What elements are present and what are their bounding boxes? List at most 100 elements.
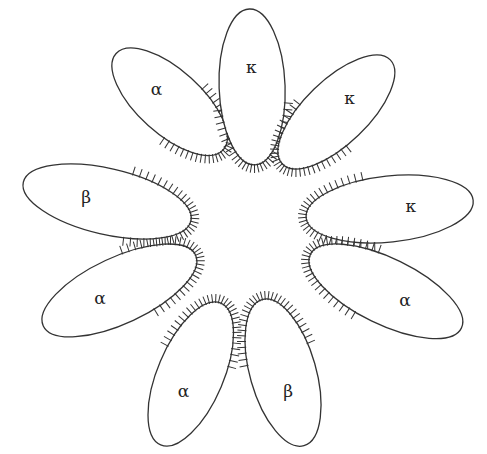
cilium: [319, 188, 324, 196]
cilium: [315, 191, 320, 199]
cilium: [189, 275, 196, 284]
cilium: [377, 245, 382, 253]
cilium: [361, 172, 363, 181]
cilium: [330, 182, 334, 191]
cell-membrane: [216, 8, 287, 166]
cilium: [221, 138, 230, 141]
cilium: [319, 237, 327, 246]
cilium: [354, 174, 356, 183]
cilium: [119, 246, 124, 254]
cilium: [303, 250, 311, 254]
cilium: [170, 235, 176, 244]
cilium: [348, 176, 351, 185]
cilium: [284, 103, 293, 104]
cilium: [169, 144, 176, 152]
cilium: [205, 155, 214, 164]
cell: α: [100, 36, 239, 167]
cilium: [145, 172, 148, 181]
cilium: [284, 167, 293, 176]
cell-membrane: [296, 225, 476, 358]
cell-outline: [100, 36, 239, 167]
cilium: [288, 309, 297, 315]
cilium: [230, 310, 238, 318]
cilium: [174, 292, 180, 301]
cilium: [242, 308, 250, 315]
cilium: [282, 302, 291, 309]
cilium: [260, 163, 263, 172]
cell-outline: [136, 290, 246, 454]
cilium: [139, 169, 142, 178]
cilium: [170, 296, 176, 305]
cilium: [298, 217, 307, 218]
cilium: [282, 113, 290, 121]
cilium: [132, 167, 135, 176]
cilium: [202, 83, 209, 90]
cell: β: [11, 152, 203, 251]
cilium: [183, 151, 191, 159]
cilium: [333, 236, 340, 245]
cell: β: [233, 287, 333, 454]
cilium: [186, 279, 193, 288]
cilium: [163, 180, 167, 189]
cilium: [189, 304, 198, 311]
cilium: [132, 241, 137, 250]
cell-outline: [11, 152, 203, 251]
cilium: [328, 236, 335, 245]
cilium: [160, 237, 165, 246]
cilium: [177, 190, 183, 199]
cell-outline: [297, 232, 475, 351]
cilium: [138, 239, 143, 248]
cilium: [178, 232, 185, 240]
cilium: [229, 151, 237, 156]
cilium: [298, 324, 307, 329]
cell-outline: [233, 287, 333, 454]
cilium: [185, 308, 194, 315]
cilium: [233, 329, 242, 336]
cilium: [285, 305, 294, 311]
cilium: [232, 340, 241, 346]
cilium: [314, 232, 320, 240]
cilium: [233, 335, 242, 341]
cilium: [232, 319, 241, 326]
cilium: [231, 314, 240, 322]
cilium: [329, 155, 336, 163]
cilium: [295, 318, 304, 323]
cilium: [339, 149, 346, 156]
cilium: [250, 164, 252, 173]
cilium: [286, 108, 293, 116]
cilium: [238, 352, 247, 356]
cilium: [206, 88, 213, 95]
cilium: [323, 236, 331, 245]
cilium: [312, 278, 319, 287]
cilium: [229, 359, 238, 364]
cilium: [174, 234, 181, 242]
cilium: [221, 296, 225, 304]
cilium: [257, 164, 259, 173]
cilium: [314, 163, 322, 171]
cilium: [181, 230, 189, 238]
cilium: [188, 205, 196, 212]
cell-type-label: α: [178, 383, 189, 400]
cilium: [170, 325, 179, 330]
cilium: [328, 295, 334, 304]
cilium: [314, 239, 323, 247]
cilium: [277, 123, 285, 131]
cilium: [242, 162, 247, 170]
cilium: [278, 299, 286, 306]
cell-membrane: [260, 37, 412, 187]
cilium: [301, 329, 310, 333]
cilium: [308, 274, 316, 283]
cell-membrane: [303, 167, 477, 250]
cilium: [129, 238, 132, 247]
cilium: [239, 358, 248, 362]
cilium: [195, 254, 204, 260]
cilium: [153, 307, 158, 316]
cilium: [324, 291, 330, 300]
cilium: [345, 237, 351, 246]
cilium: [309, 165, 317, 173]
cilium: [281, 166, 289, 174]
cilium: [271, 136, 280, 145]
cilium: [214, 116, 223, 118]
cilium: [319, 286, 325, 295]
